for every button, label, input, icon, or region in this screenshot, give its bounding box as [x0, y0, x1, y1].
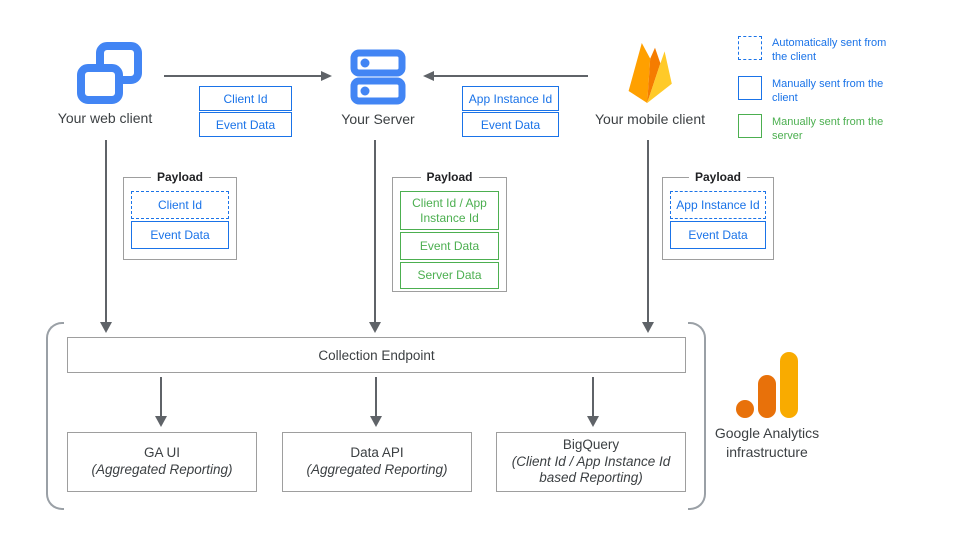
web-client-label: Your web client — [57, 110, 153, 126]
bracket-right — [688, 322, 706, 510]
arrowhead-right-icon — [321, 71, 332, 81]
payload-mobile: Payload App Instance Id Event Data — [662, 170, 774, 260]
legend-label-auto-client: Automatically sent from the client — [772, 37, 887, 64]
arrow-server-to-endpoint — [374, 140, 376, 323]
tag-event-data-mobile: Event Data — [462, 112, 559, 137]
payload-item-client-or-app-id: Client Id / App Instance Id — [400, 191, 499, 230]
output-title: GA UI — [143, 445, 180, 461]
server-label: Your Server — [341, 111, 415, 127]
payload-item-client-id: Client Id — [131, 191, 229, 219]
payload-item-app-instance-id: App Instance Id — [670, 191, 766, 219]
arrowhead-down-icon — [587, 416, 599, 427]
arrowhead-down-icon — [642, 322, 654, 333]
arrowhead-down-icon — [370, 416, 382, 427]
ga-infrastructure-label: Google Analytics infrastructure — [714, 425, 820, 460]
tag-event-data-web: Event Data — [199, 112, 292, 137]
arrow-endpoint-to-bigquery — [592, 377, 594, 417]
payload-item-event-data: Event Data — [670, 221, 766, 249]
arrowhead-down-icon — [155, 416, 167, 427]
output-title: BigQuery — [562, 436, 620, 452]
output-ga-ui: GA UI (Aggregated Reporting) — [67, 432, 257, 492]
payload-title: Payload — [150, 170, 210, 184]
legend-label-manual-client: Manually sent from the client — [772, 78, 884, 105]
arrow-mobile-to-server — [434, 75, 588, 77]
legend-label-manual-server: Manually sent from the server — [772, 116, 884, 143]
server-icon — [350, 49, 406, 105]
arrowhead-down-icon — [100, 322, 112, 333]
arrow-web-to-endpoint — [105, 140, 107, 323]
bracket-left — [46, 322, 64, 510]
payload-server: Payload Client Id / App Instance Id Even… — [392, 170, 507, 292]
payload-web: Payload Client Id Event Data — [123, 170, 237, 260]
tag-client-id: Client Id — [199, 86, 292, 111]
output-subtitle: (Aggregated Reporting) — [306, 462, 448, 477]
mobile-client-label: Your mobile client — [595, 111, 705, 127]
tag-app-instance-id: App Instance Id — [462, 86, 559, 111]
payload-title: Payload — [420, 170, 479, 184]
output-title: Data API — [350, 445, 404, 461]
output-subtitle: (Client Id / App Instance Id based Repor… — [511, 453, 671, 486]
web-client-icon — [77, 42, 142, 104]
firebase-icon — [628, 43, 672, 103]
payload-item-event-data: Event Data — [131, 221, 229, 249]
legend-swatch-manual-server — [738, 114, 762, 138]
output-subtitle: (Aggregated Reporting) — [91, 462, 233, 477]
arrowhead-down-icon — [369, 322, 381, 333]
payload-item-event-data: Event Data — [400, 232, 499, 260]
payload-item-server-data: Server Data — [400, 262, 499, 289]
arrow-mobile-to-endpoint — [647, 140, 649, 323]
arrow-endpoint-to-dataapi — [375, 377, 377, 417]
arrowhead-left-icon — [423, 71, 434, 81]
output-data-api: Data API (Aggregated Reporting) — [282, 432, 472, 492]
legend-swatch-auto-client — [738, 36, 762, 60]
output-bigquery: BigQuery (Client Id / App Instance Id ba… — [496, 432, 686, 492]
arrow-web-to-server — [164, 75, 322, 77]
collection-endpoint-box: Collection Endpoint — [67, 337, 686, 373]
arrow-endpoint-to-gaui — [160, 377, 162, 417]
payload-title: Payload — [688, 170, 748, 184]
legend-swatch-manual-client — [738, 76, 762, 100]
